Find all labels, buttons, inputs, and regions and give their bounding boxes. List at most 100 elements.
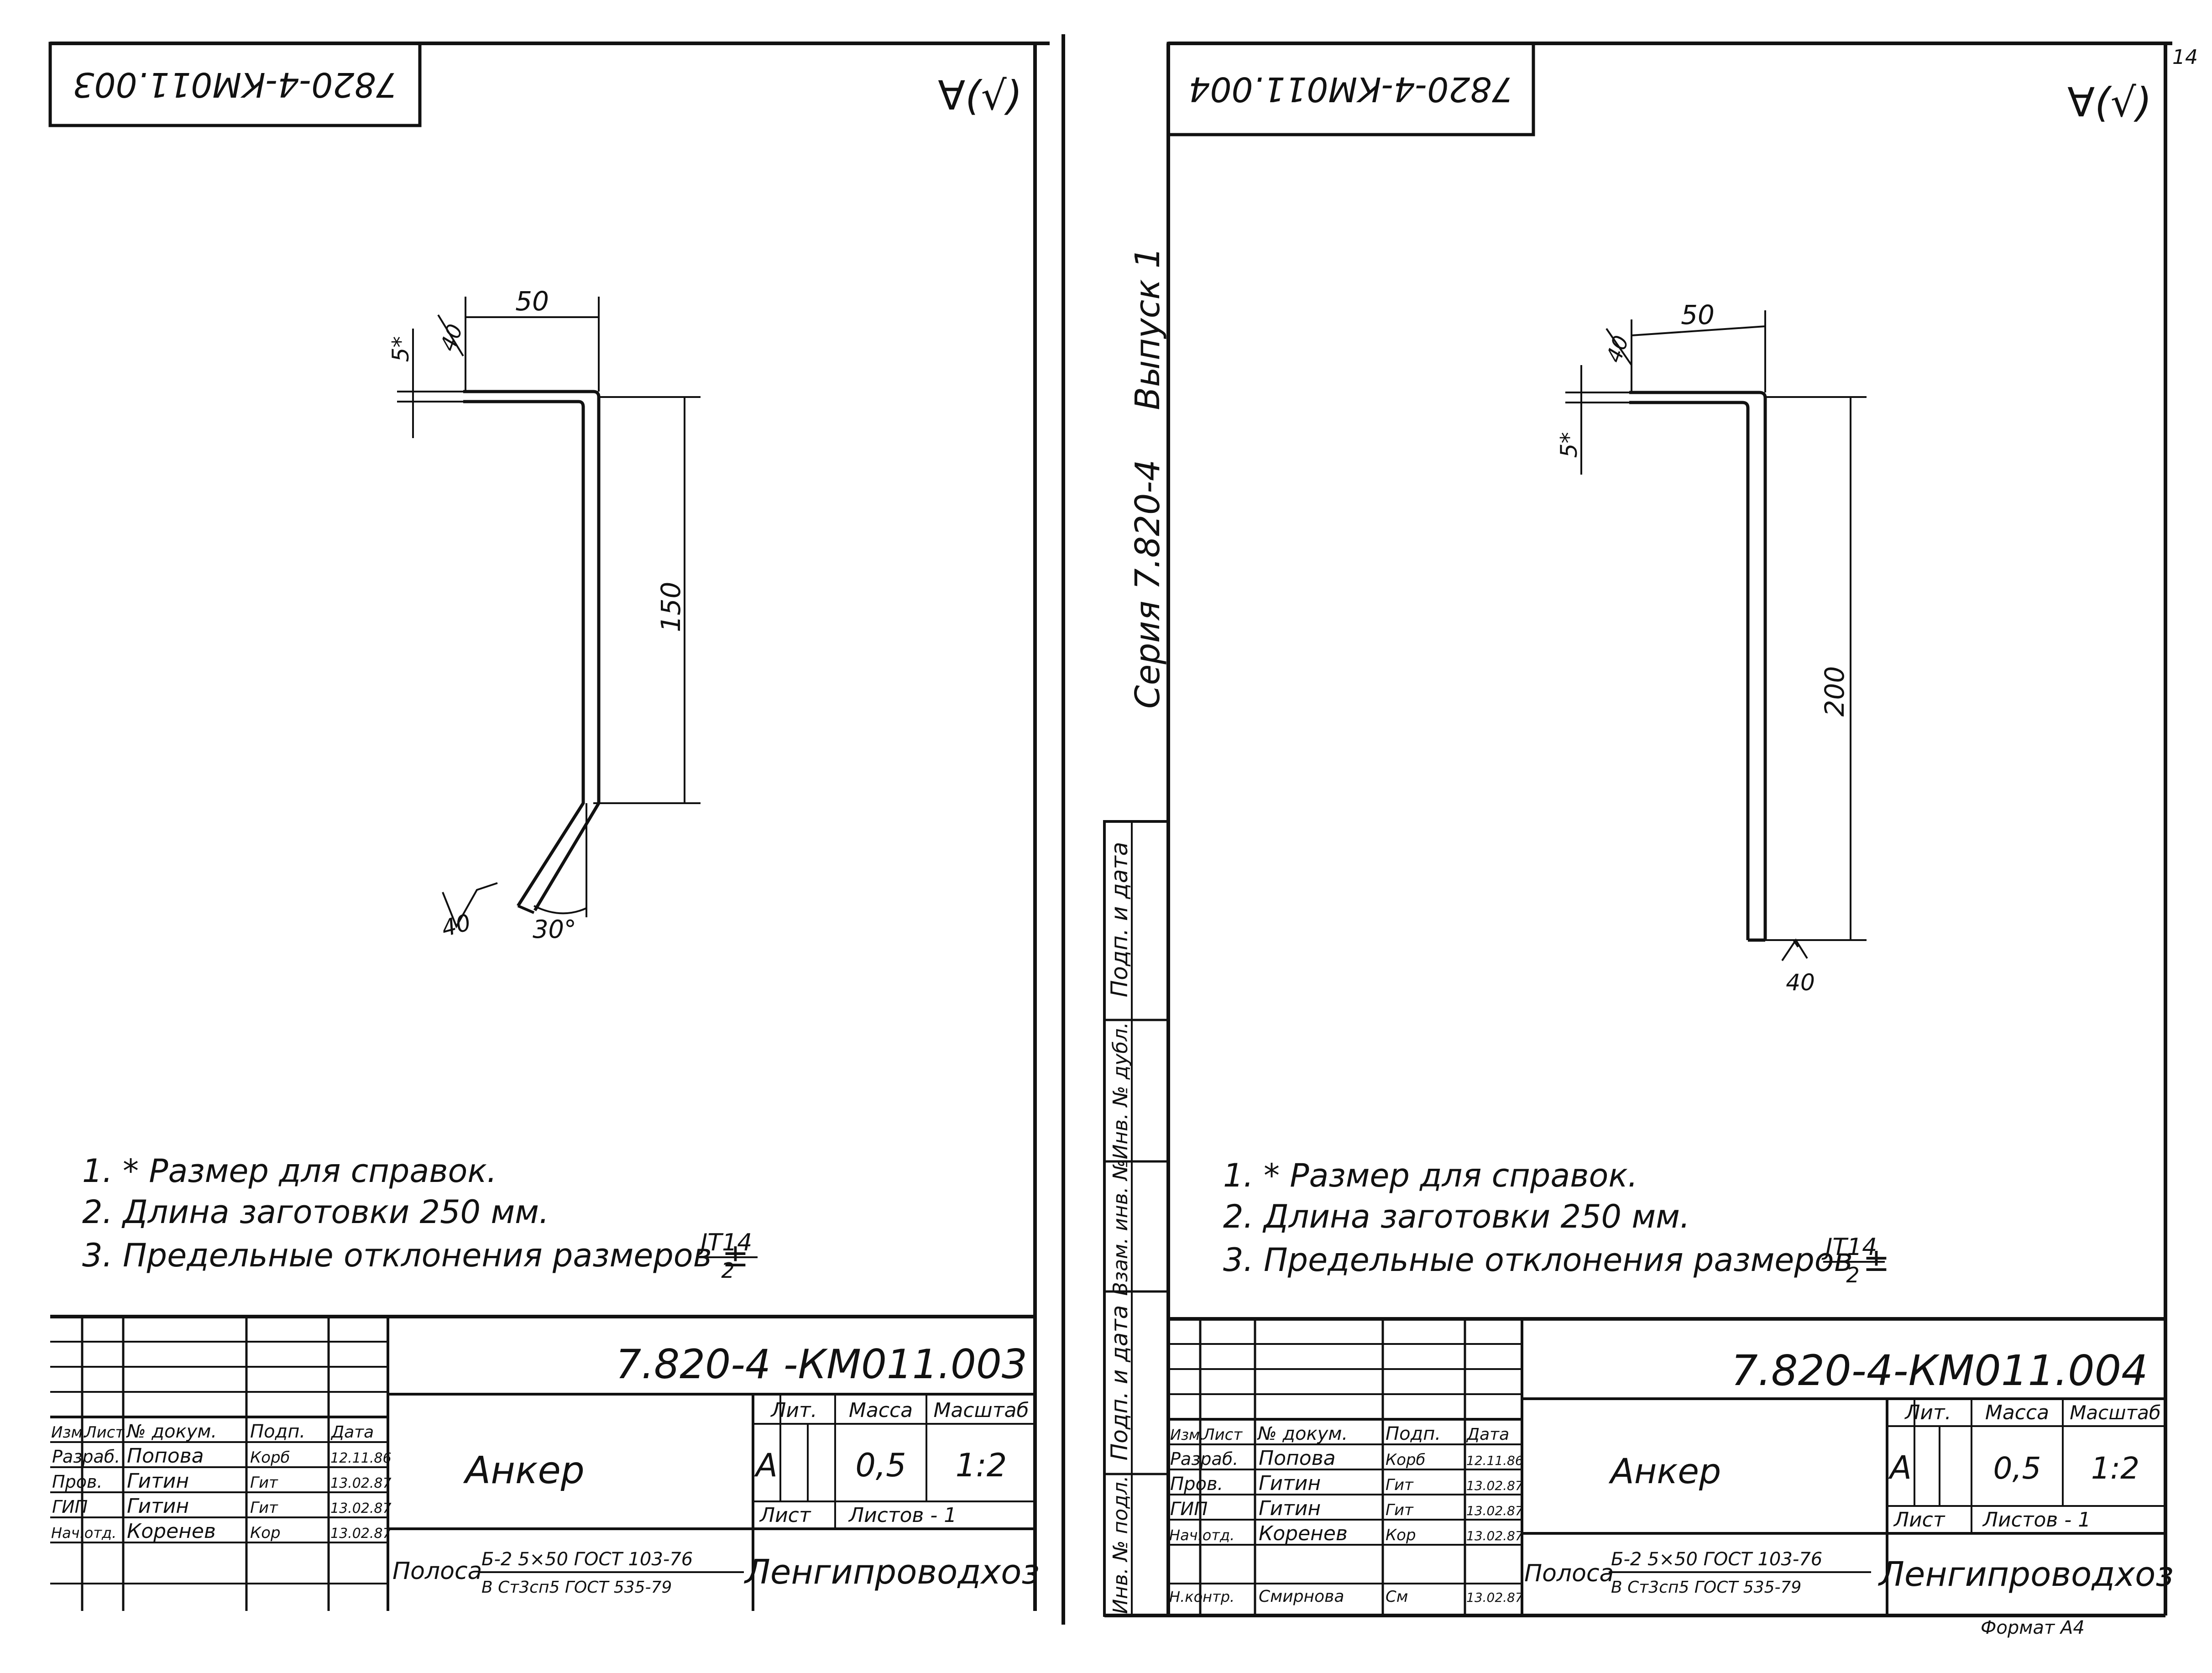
- right-tb-lit-header: Лит.: [1904, 1401, 1951, 1424]
- left-tb-sheet-label: Лист: [759, 1504, 811, 1527]
- right-tb-h-list: Лист: [1202, 1426, 1243, 1444]
- left-tb-code: 7.820-4 -КМ011.003: [616, 1341, 1027, 1388]
- right-tb-format: Формат А4: [1981, 1617, 2085, 1638]
- right-tb-material-bottom: В Ст3сп5 ГОСТ 535-79: [1611, 1578, 1801, 1597]
- right-anchor-inner: [1629, 401, 1750, 940]
- left-dim-40: 40: [435, 321, 468, 354]
- left-roughness-40: 40: [439, 909, 473, 942]
- left-tb-lit: А: [754, 1447, 778, 1484]
- right-tb-code: 7.820-4-КМ011.004: [1731, 1346, 2148, 1395]
- right-series-label: Серия 7.820-4: [1128, 460, 1167, 709]
- right-side-strip: Подп. и дата Инв. № дубл. Взам. инв. № П…: [1103, 820, 1170, 1617]
- right-tb-r5-sign: См: [1386, 1588, 1408, 1606]
- left-tb-h-izm: Изм.: [51, 1423, 88, 1442]
- right-tb-r1-sign: Корб: [1386, 1451, 1426, 1469]
- right-tb-h-doc: № докум.: [1257, 1423, 1348, 1444]
- right-side-label-1: Подп. и дата: [1106, 842, 1133, 998]
- left-tb-h-doc: № докум.: [126, 1421, 217, 1442]
- right-tb-r1-role: Разраб.: [1170, 1449, 1238, 1469]
- right-tb-r5-date: 13.02.87: [1466, 1590, 1523, 1605]
- right-tb-sheets-label: Листов - 1: [1982, 1508, 2091, 1532]
- right-tb-r1-date: 12.11.86: [1466, 1453, 1523, 1468]
- right-tb-material-top: Б-2 5×50 ГОСТ 103-76: [1611, 1549, 1822, 1570]
- right-issue-label: Выпуск 1: [1128, 247, 1167, 410]
- left-tb-org: Ленгипроводхоз: [743, 1553, 1040, 1592]
- left-tb-r4-date: 13.02.87: [330, 1526, 392, 1542]
- left-tb-sheets-label: Листов - 1: [848, 1504, 957, 1527]
- left-tb-scale-header: Масштаб: [933, 1399, 1029, 1422]
- right-tb-lit: А: [1888, 1449, 1912, 1486]
- right-sheet: 7820-4-КМ011.004 ∀(√) 14 Серия 7.820-4 В…: [1103, 42, 2198, 1638]
- left-tb-h-sign: Подп.: [250, 1421, 305, 1442]
- left-tb-r4-role: Нач.отд.: [51, 1524, 116, 1542]
- right-tb-h-date: Дата: [1466, 1425, 1509, 1444]
- left-tb-r1-date: 12.11.86: [330, 1450, 392, 1466]
- left-tb-r3-name: Гитин: [127, 1495, 189, 1518]
- right-tb-r4-name: Коренев: [1259, 1522, 1348, 1545]
- right-tb-r1-name: Попова: [1259, 1447, 1336, 1470]
- right-tb-r4-role: Нач.отд.: [1169, 1527, 1234, 1544]
- left-tb-r4-sign: Кор: [250, 1524, 281, 1542]
- left-tb-material-bottom: В Ст3сп5 ГОСТ 535-79: [481, 1578, 672, 1597]
- left-tb-r3-role: ГИП: [52, 1497, 88, 1517]
- left-tb-r1-sign: Корб: [250, 1448, 290, 1467]
- right-title-block: 7.820-4-КМ011.004 Анкер Лит. Масса Масшт…: [1168, 1317, 2174, 1638]
- left-stamp-box: [48, 42, 422, 127]
- right-side-label-4: Подп. и дата: [1106, 1305, 1133, 1461]
- left-tb-material-top: Б-2 5×50 ГОСТ 103-76: [481, 1549, 693, 1570]
- right-tb-material-prefix: Полоса: [1524, 1560, 1614, 1587]
- left-tb-mass-header: Масса: [849, 1399, 913, 1422]
- right-tb-r4-sign: Кор: [1386, 1526, 1416, 1544]
- right-tb-h-izm: Изм.: [1170, 1426, 1204, 1443]
- right-tb-mass: 0,5: [1993, 1451, 2041, 1486]
- left-note-1: 1. * Размер для справок.: [82, 1152, 497, 1190]
- right-tb-scale: 1:2: [2091, 1451, 2139, 1486]
- left-roughness-symbol: ∀(√): [938, 72, 1022, 119]
- left-tb-r2-name: Гитин: [127, 1469, 189, 1493]
- left-dim-ref: 5*: [387, 336, 414, 362]
- left-tb-lit-header: Лит.: [770, 1399, 817, 1422]
- right-note-1: 1. * Размер для справок.: [1223, 1157, 1638, 1194]
- right-dim-200: 200: [1819, 666, 1850, 717]
- left-tolerance-num: JT14: [696, 1229, 752, 1256]
- left-stamp-code: 7820-4-КМ011.003: [73, 65, 397, 104]
- left-tb-h-list: Лист: [84, 1423, 125, 1442]
- right-side-label-3: Взам. инв. №: [1109, 1160, 1132, 1296]
- right-tb-r5-name: Смирнова: [1259, 1587, 1344, 1606]
- left-tb-material-prefix: Полоса: [392, 1558, 482, 1585]
- left-tb-r2-role: Пров.: [52, 1472, 102, 1492]
- right-anchor-drawing: 50 40 5* 200 40: [1556, 299, 1867, 996]
- right-dim-50: 50: [1681, 299, 1715, 330]
- right-tb-r2-sign: Гит: [1386, 1476, 1414, 1494]
- right-tb-r2-date: 13.02.87: [1466, 1478, 1523, 1493]
- right-anchor-outer: [1629, 391, 1767, 940]
- left-dim-150: 150: [655, 582, 686, 633]
- right-tolerance-num: JT14: [1821, 1234, 1877, 1261]
- right-tb-r2-role: Пров.: [1170, 1474, 1223, 1495]
- left-title-block: 7.820-4 -КМ011.003 Анкер Лит. Масса Масш…: [50, 1315, 1040, 1611]
- left-tb-scale: 1:2: [956, 1447, 1007, 1484]
- left-note-3: 3. Предельные отклонения размеров ±: [82, 1237, 749, 1274]
- right-roughness-symbol: ∀(√): [2067, 79, 2152, 126]
- right-tb-org: Ленгипроводхоз: [1877, 1555, 2174, 1594]
- right-notes: 1. * Размер для справок. 2. Длина загото…: [1223, 1157, 1890, 1287]
- left-tb-r1-name: Попова: [127, 1444, 204, 1468]
- left-notes: 1. * Размер для справок. 2. Длина загото…: [82, 1152, 758, 1283]
- right-side-label-2: Инв. № дубл.: [1109, 1022, 1132, 1159]
- right-page-number: 14: [2172, 46, 2198, 69]
- right-tolerance-den: 2: [1846, 1263, 1859, 1287]
- right-tb-h-sign: Подп.: [1386, 1423, 1441, 1444]
- right-tb-r3-sign: Гит: [1386, 1501, 1414, 1519]
- left-anchor-drawing: 50 40 5* 150 30°: [387, 286, 701, 944]
- left-tb-r2-sign: Гит: [250, 1474, 278, 1492]
- right-roughness-40: 40: [1786, 969, 1815, 996]
- left-angle-30: 30°: [533, 915, 576, 944]
- left-tb-r3-sign: Гит: [250, 1499, 278, 1517]
- right-tb-r3-role: ГИП: [1170, 1499, 1208, 1520]
- right-tb-r5-role: Н.контр.: [1169, 1588, 1234, 1605]
- right-tb-r3-name: Гитин: [1259, 1497, 1321, 1520]
- left-sheet: 7820-4-КМ011.003 ∀(√) 50 40 5*: [48, 42, 1050, 1611]
- left-dim-50: 50: [515, 286, 549, 317]
- right-note-2: 2. Длина заготовки 250 мм.: [1223, 1198, 1690, 1235]
